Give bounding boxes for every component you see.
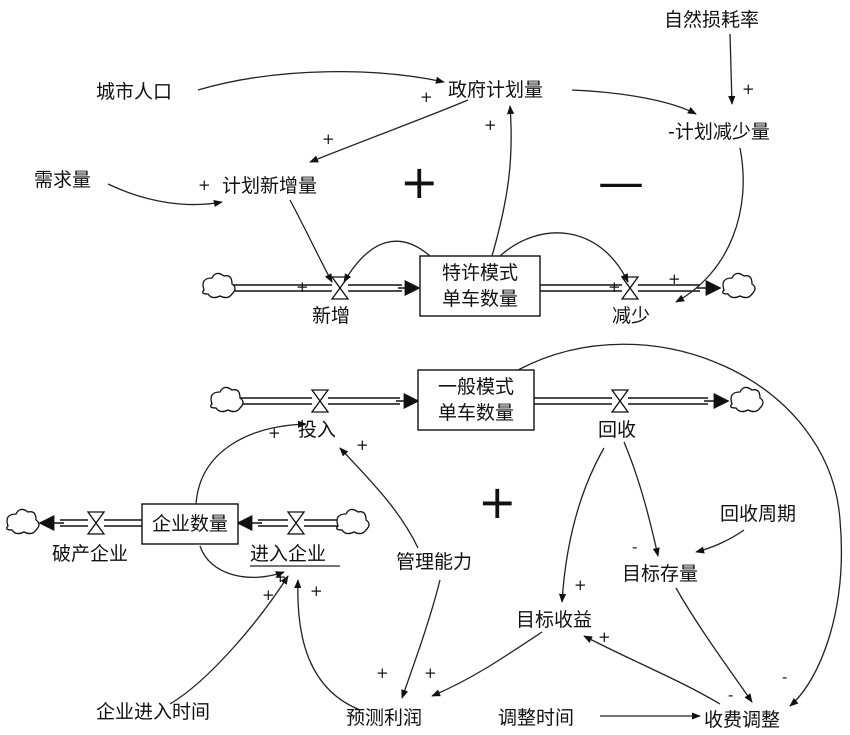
recycle-valve-icon	[610, 389, 630, 413]
arc-plan-to-increase	[309, 99, 469, 163]
sign-demand-to-increase: +	[198, 176, 211, 194]
franchise-stock-line1: 特许模式	[442, 262, 518, 284]
adjust-time-label: 调整时间	[498, 707, 574, 729]
sign-management-to-profit: +	[376, 664, 389, 682]
arc-management-to-invest	[339, 447, 419, 549]
enterprise-flow-pipe	[38, 515, 340, 531]
sign-target-stock-to-fee: -	[728, 686, 733, 704]
plan-increase-label: 计划新增量	[222, 175, 317, 197]
invest-valve-icon	[310, 389, 330, 413]
recycle-flow-label: 回收	[598, 419, 636, 441]
bankrupt-flow-label: 破产企业	[52, 543, 128, 565]
arc-period-to-target-stock	[695, 529, 745, 554]
fee-adjust-label: 收费调整	[704, 709, 780, 731]
sign-recycle-to-target-stock: -	[632, 538, 637, 556]
arc-recycle-to-revenue	[558, 447, 605, 603]
arc-enterprise-to-invest	[195, 420, 307, 505]
sign-revenue-to-fee: +	[598, 628, 611, 646]
recycle-flow-pipe	[534, 393, 730, 409]
plan-reduction-label: -计划减少量	[668, 121, 770, 143]
enterprise-entry-time-label: 企业进入时间	[96, 701, 210, 723]
arc-increase-to-valve	[289, 199, 333, 283]
enter-source-cloud-icon	[336, 508, 370, 535]
arc-recycle-to-target-stock	[623, 441, 660, 557]
arc-management-to-profit	[401, 579, 441, 699]
invest-flow-pipe	[238, 393, 420, 409]
sign-recycle-to-revenue: +	[574, 576, 587, 594]
invest-flow-label: 投入	[298, 419, 336, 441]
demand-label: 需求量	[34, 169, 91, 191]
decrease-valve-icon	[620, 276, 640, 300]
franchise-stock-box[interactable]: 特许模式 单车数量	[419, 255, 541, 317]
sign-revenue-to-profit: +	[424, 664, 437, 682]
bankrupt-sink-cloud-icon	[6, 508, 40, 535]
arc-demand-to-increase	[107, 183, 223, 208]
sign-stock-to-decrease: +	[608, 278, 621, 296]
general-sink-cloud-icon	[730, 386, 764, 413]
sign-loss-to-reduction: +	[742, 80, 755, 98]
sign-reduction-to-decrease: +	[668, 270, 681, 288]
general-source-cloud-icon	[210, 386, 244, 413]
increase-flow-pipe	[228, 280, 421, 296]
sign-profit-to-enter: +	[310, 582, 323, 600]
arc-revenue-to-profit	[431, 631, 543, 697]
loop-upper-right: —	[598, 155, 644, 209]
arc-loss-to-reduction	[728, 33, 736, 105]
general-stock-box[interactable]: 一般模式 单车数量	[417, 369, 535, 431]
sign-city-to-plan: +	[420, 88, 433, 106]
sign-enterprise-to-enter: +	[274, 568, 287, 586]
arc-stock-to-plan	[491, 105, 515, 257]
target-revenue-label: 目标收益	[516, 609, 592, 631]
arc-fee-to-revenue	[583, 635, 721, 705]
sign-entry-time-to-enter: +	[262, 586, 275, 604]
natural-loss-rate-label: 自然损耗率	[664, 9, 759, 31]
loop-upper-left: +	[400, 155, 439, 209]
arc-city-to-plan	[197, 71, 445, 91]
target-stock-label: 目标存量	[622, 563, 698, 585]
sign-stock-to-plan: +	[484, 116, 497, 134]
arc-plan-to-reduction	[571, 89, 697, 115]
decrease-flow-pipe	[540, 280, 722, 296]
general-stock-line1: 一般模式	[438, 376, 514, 398]
enter-flow-label: 进入企业	[250, 543, 326, 565]
city-population-label: 城市人口	[96, 81, 172, 103]
arc-enterprise-to-enter	[199, 545, 285, 579]
enterprise-stock-label: 企业数量	[152, 513, 228, 535]
arc-entry-time-to-enter	[169, 575, 289, 705]
arc-target-stock-to-fee	[675, 587, 753, 703]
management-ability-label: 管理能力	[396, 551, 472, 573]
enterprise-stock-box[interactable]: 企业数量	[141, 503, 239, 545]
enter-valve-icon	[286, 511, 306, 535]
general-stock-line2: 单车数量	[438, 402, 514, 424]
arc-profit-to-enter	[294, 579, 361, 711]
recycle-period-label: 回收周期	[720, 503, 796, 525]
arc-general-to-fee	[517, 343, 843, 707]
source-cloud-icon	[202, 272, 236, 299]
decrease-flow-label: 减少	[612, 305, 650, 327]
increase-flow-label: 新增	[312, 305, 350, 327]
loop-lower: +	[478, 475, 517, 529]
bankrupt-valve-icon	[86, 511, 106, 535]
sign-general-to-invest: +	[268, 424, 281, 442]
sign-management-to-invest: +	[356, 436, 369, 454]
arc-stock-to-increase-valve	[343, 240, 431, 283]
arc-reduction-to-decrease	[675, 147, 744, 303]
government-plan-label: 政府计划量	[448, 79, 543, 101]
franchise-stock-line2: 单车数量	[442, 288, 518, 310]
sign-general-to-fee: -	[782, 668, 787, 686]
sign-plan-to-increase: +	[322, 130, 335, 148]
sink-cloud-icon	[722, 272, 756, 299]
arc-stock-to-decrease-valve	[499, 232, 629, 283]
expected-profit-label: 预测利润	[346, 707, 422, 729]
sign-increase-to-valve: +	[296, 278, 309, 296]
